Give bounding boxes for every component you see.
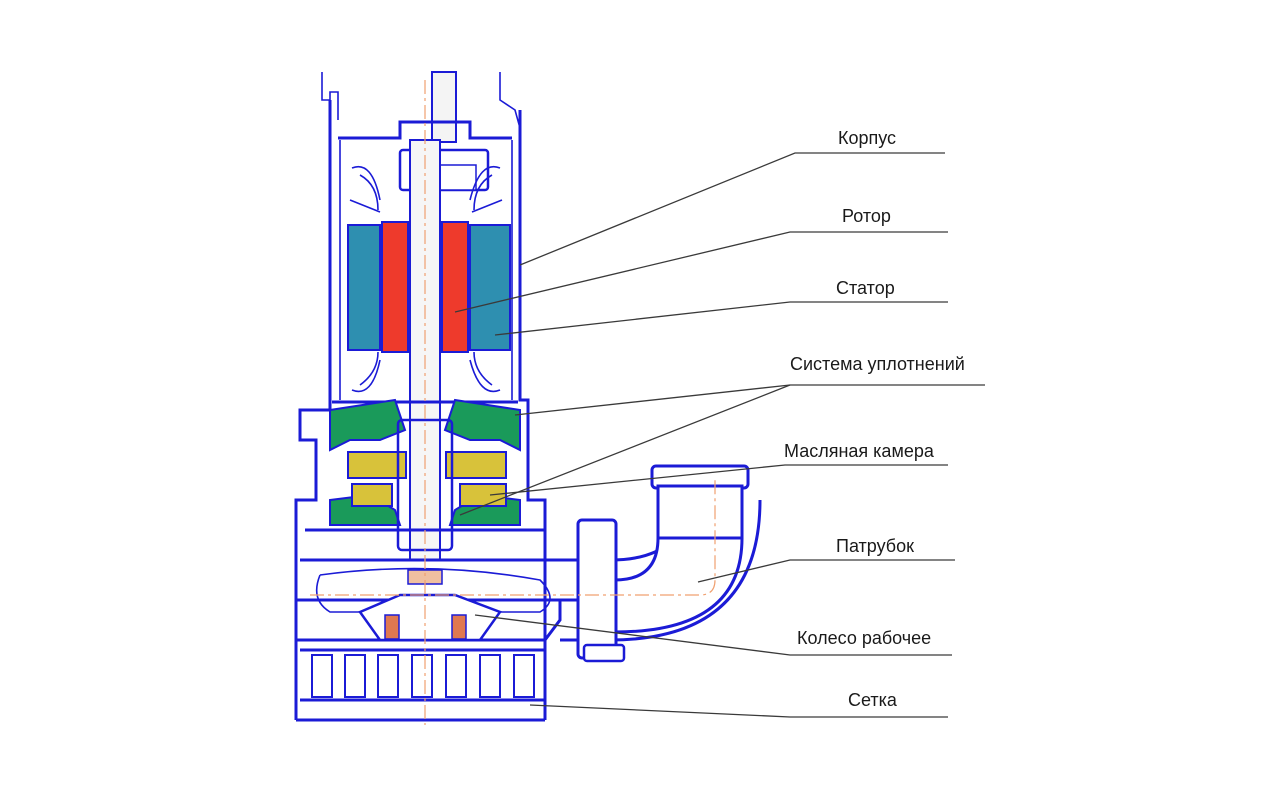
- impeller-hub-right: [451, 614, 467, 640]
- oil-chamber-left-lower: [351, 483, 393, 507]
- leader-oil-chamber: [489, 464, 948, 496]
- oil-chamber-left-upper: [347, 451, 407, 479]
- impeller: [358, 593, 502, 642]
- leader-screen: [529, 704, 948, 718]
- leader-rotor: [454, 231, 948, 313]
- seal-system-right: [443, 398, 521, 452]
- label-stator: Статор: [836, 278, 895, 298]
- leader-seal-system-2: [459, 384, 791, 516]
- label-impeller: Колесо рабочее: [797, 628, 932, 648]
- winding-bottom-left: [351, 351, 381, 393]
- label-seal-system: Система уплотнений: [790, 354, 965, 374]
- screen-bars: [311, 654, 535, 698]
- stator-right: [469, 224, 511, 351]
- rotor-right: [441, 221, 469, 353]
- screen: [300, 648, 545, 702]
- stator-left: [347, 224, 381, 351]
- leader-housing: [519, 152, 945, 266]
- label-oil-chamber: Масляная камера: [784, 441, 934, 461]
- leader-outlet: [697, 559, 955, 583]
- seal-system-left: [329, 398, 407, 452]
- housing-inner-wall: [339, 140, 513, 400]
- outlet-flange-side: [576, 518, 618, 660]
- impeller-hub-left: [384, 614, 400, 640]
- label-housing: Корпус: [838, 128, 897, 148]
- outlet-elbow: [613, 536, 744, 634]
- lifting-lug: [499, 72, 521, 129]
- leader-stator: [494, 301, 948, 336]
- label-screen: Сетка: [848, 690, 897, 710]
- oil-chamber-right-lower: [459, 483, 507, 507]
- winding-top-left: [349, 165, 381, 213]
- label-outlet: Патрубок: [836, 536, 915, 556]
- leader-lines: [454, 152, 985, 718]
- volute: [315, 567, 551, 613]
- leader-impeller: [474, 614, 952, 656]
- cable-gland: [321, 72, 339, 120]
- winding-bottom-right: [469, 351, 501, 393]
- horizontal-axis: [310, 480, 716, 596]
- shaft-top-stub: [431, 71, 457, 143]
- housing-outline: [294, 100, 547, 720]
- rotor-left: [381, 221, 409, 353]
- outlet-pipe-top: [656, 484, 744, 540]
- oil-chamber-right-upper: [445, 451, 507, 479]
- motor-top-cover: [338, 120, 512, 140]
- winding-top-right: [469, 165, 503, 213]
- label-rotor: Ротор: [842, 206, 891, 226]
- leader-seal-system: [514, 384, 985, 416]
- pump-drawing: [294, 71, 762, 725]
